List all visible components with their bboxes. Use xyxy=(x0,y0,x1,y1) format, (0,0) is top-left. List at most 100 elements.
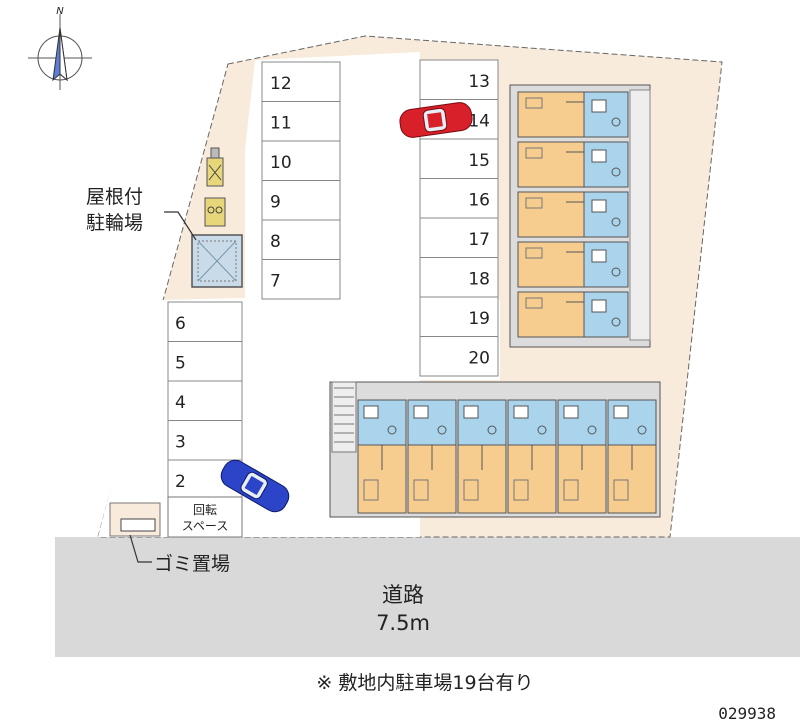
lower-unit-furniture xyxy=(613,479,629,501)
parking-space-9 xyxy=(261,180,341,221)
turning-space xyxy=(167,496,243,538)
lower-unit-toilet xyxy=(487,425,497,435)
garbage-label: ゴミ置場 xyxy=(154,553,230,575)
parking-space-number: 19 xyxy=(468,309,490,329)
blue-car-icon xyxy=(220,459,290,513)
parking-space-13 xyxy=(419,59,499,100)
upper-unit-room xyxy=(517,291,585,338)
bicycle-icon xyxy=(204,147,226,227)
map-code: 029938 xyxy=(718,704,776,723)
parking-space-number: 15 xyxy=(468,151,490,171)
lower-unit-toilet xyxy=(537,425,547,435)
parking-space-7 xyxy=(261,259,341,300)
upper-unit-fixture xyxy=(591,99,607,113)
road xyxy=(55,537,800,657)
upper-unit-room xyxy=(517,141,585,188)
bicycle-label-1: 屋根付 xyxy=(86,186,143,208)
parking-space-number: 18 xyxy=(468,269,490,289)
parking-space-4 xyxy=(167,380,243,421)
garbage-leader xyxy=(129,534,152,563)
road-name: 道路 xyxy=(382,583,424,607)
upper-unit-fixture xyxy=(591,249,607,263)
compass-label: N xyxy=(56,6,64,17)
parking-space-number: 9 xyxy=(270,192,281,212)
parking-space-number: 3 xyxy=(175,432,186,452)
parking-space-number: 2 xyxy=(175,472,186,492)
lower-unit-furniture xyxy=(463,479,479,501)
upper-unit-bath xyxy=(583,241,629,288)
parking-space-number: 4 xyxy=(175,393,186,413)
lower-unit-fixture xyxy=(463,405,479,419)
upper-unit-furniture xyxy=(525,97,543,109)
red-car-icon xyxy=(399,102,473,138)
bicycle-shelter-roof xyxy=(197,240,237,282)
lower-unit-furniture xyxy=(413,479,429,501)
upper-unit-bath xyxy=(583,291,629,338)
upper-unit-room xyxy=(517,191,585,238)
parking-space-12 xyxy=(261,61,341,102)
parking-space-number: 6 xyxy=(175,314,186,334)
lower-unit-toilet xyxy=(437,425,447,435)
parking-space-number: 5 xyxy=(175,353,186,373)
footnote: ※ 敷地内駐車場19台有り xyxy=(316,672,533,694)
upper-unit-bath xyxy=(583,191,629,238)
turn-space-label-2: スペース xyxy=(182,519,229,533)
upper-unit-fixture xyxy=(591,199,607,213)
upper-unit-fixture xyxy=(591,149,607,163)
parking-space-10 xyxy=(261,140,341,181)
parking-space-15 xyxy=(419,138,499,179)
lower-unit-furniture xyxy=(363,479,379,501)
parking-space-18 xyxy=(419,257,499,298)
lower-unit-fixture xyxy=(413,405,429,419)
compass-icon xyxy=(28,14,92,90)
parking-space-number: 7 xyxy=(270,271,281,291)
upper-unit-furniture xyxy=(525,247,543,259)
lower-unit-furniture xyxy=(513,479,529,501)
parking-space-6 xyxy=(167,301,243,342)
upper-unit-room xyxy=(517,91,585,138)
upper-unit-furniture xyxy=(525,147,543,159)
lower-unit-toilet xyxy=(387,425,397,435)
parking-space-number: 10 xyxy=(270,153,292,173)
garbage-box xyxy=(120,518,156,532)
bicycle-leader xyxy=(164,211,197,241)
upper-unit-furniture xyxy=(525,297,543,309)
upper-unit-toilet xyxy=(611,317,621,327)
parking-space-number: 20 xyxy=(468,348,490,368)
lower-unit-toilet xyxy=(637,425,647,435)
upper-unit-fixture xyxy=(591,299,607,313)
parking-column-bottom: 6 5 4 3 2 xyxy=(167,301,243,500)
turn-space-label-1: 回転 xyxy=(193,503,217,517)
upper-unit-furniture xyxy=(525,197,543,209)
parking-space-17 xyxy=(419,217,499,258)
parking-column-left: 12 11 10 9 8 7 xyxy=(261,61,341,300)
lower-unit-fixture xyxy=(613,405,629,419)
parking-space-number: 17 xyxy=(468,230,490,250)
parking-space-19 xyxy=(419,296,499,337)
lower-unit-room xyxy=(407,444,457,514)
upper-unit-bath xyxy=(583,91,629,138)
upper-unit-bath xyxy=(583,141,629,188)
upper-building xyxy=(509,84,651,348)
parking-space-11 xyxy=(261,101,341,142)
parking-space-number: 16 xyxy=(468,190,490,210)
upper-unit-room xyxy=(517,241,585,288)
lower-unit-furniture xyxy=(563,479,579,501)
parking-space-20 xyxy=(419,336,499,377)
lower-unit-fixture xyxy=(513,405,529,419)
lower-unit-toilet xyxy=(587,425,597,435)
bicycle-label-2: 駐輪場 xyxy=(86,212,143,234)
parking-space-number: 12 xyxy=(270,74,292,94)
bicycle-shelter-cross xyxy=(197,240,237,282)
upper-unit-toilet xyxy=(611,167,621,177)
parking-space-number: 11 xyxy=(270,113,292,133)
upper-unit-toilet xyxy=(611,267,621,277)
parking-space-number: 8 xyxy=(270,232,281,252)
upper-unit-toilet xyxy=(611,217,621,227)
parking-space-3 xyxy=(167,420,243,461)
road-width: 7.5m xyxy=(376,611,430,635)
lower-building xyxy=(329,381,661,518)
lower-unit-fixture xyxy=(363,405,379,419)
parking-space-number: 14 xyxy=(468,111,490,131)
